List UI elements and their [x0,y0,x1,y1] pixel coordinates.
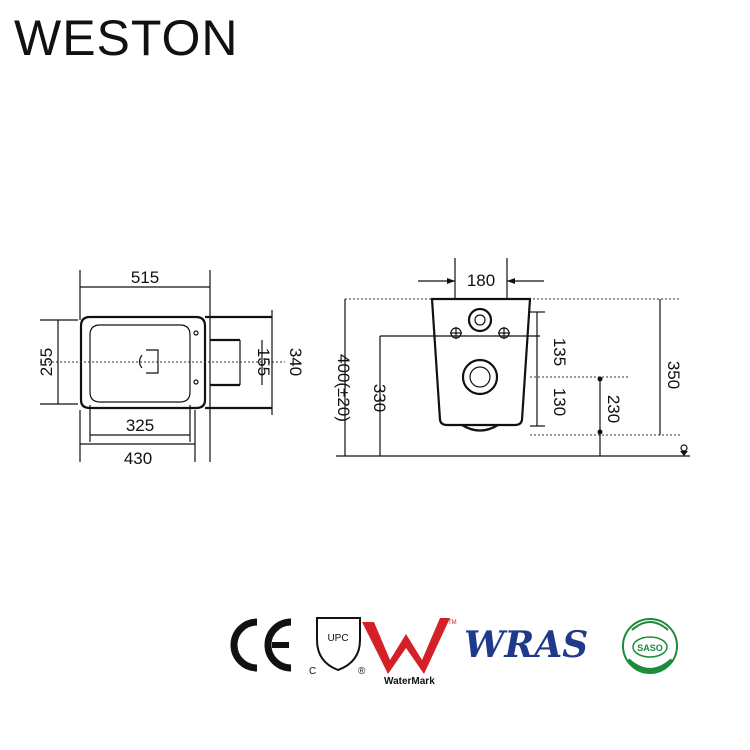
dim-width-left: 255 [37,348,56,376]
saso-logo: SASO [622,618,678,674]
bowl-outline-inner [89,324,191,403]
dim-width-outer: 340 [286,348,305,376]
dim-inlet-spacing: 135 [550,338,569,366]
dim-inner-length: 325 [126,416,154,435]
dim-width-inner: 155 [254,348,273,376]
upc-c-text: C [309,666,316,677]
body-outline [430,297,532,427]
dim-height-floor: 330 [370,384,389,412]
front-view: 180 135 130 400(±20) 330 [334,258,690,457]
upc-r-text: ® [358,666,366,677]
saso-text: SASO [637,643,663,653]
watermark-tm: TM [448,620,457,626]
bowl-outline-outer [79,315,207,410]
watermark-logo: TM WaterMark [362,618,457,687]
upc-text: UPC [327,633,348,644]
certification-logos: UPC C ® TM WaterMark WRAS SASO [230,617,678,687]
dim-outer-length: 430 [124,449,152,468]
dim-height-install: 400(±20) [334,354,353,422]
dim-height-total: 350 [664,361,683,389]
wras-logo: WRAS [464,624,588,666]
watermark-label: WaterMark [384,676,435,687]
dim-overall-length: 515 [131,268,159,287]
brand-logo: WESTON [14,10,239,66]
ce-mark-logo [230,618,292,672]
dim-top-width: 180 [467,271,495,290]
plan-view: 515 255 155 340 325 [37,268,305,468]
dim-outlet-height: 230 [604,395,623,423]
dim-outlet-spacing: 130 [550,388,569,416]
upc-logo: UPC C ® [309,617,366,677]
